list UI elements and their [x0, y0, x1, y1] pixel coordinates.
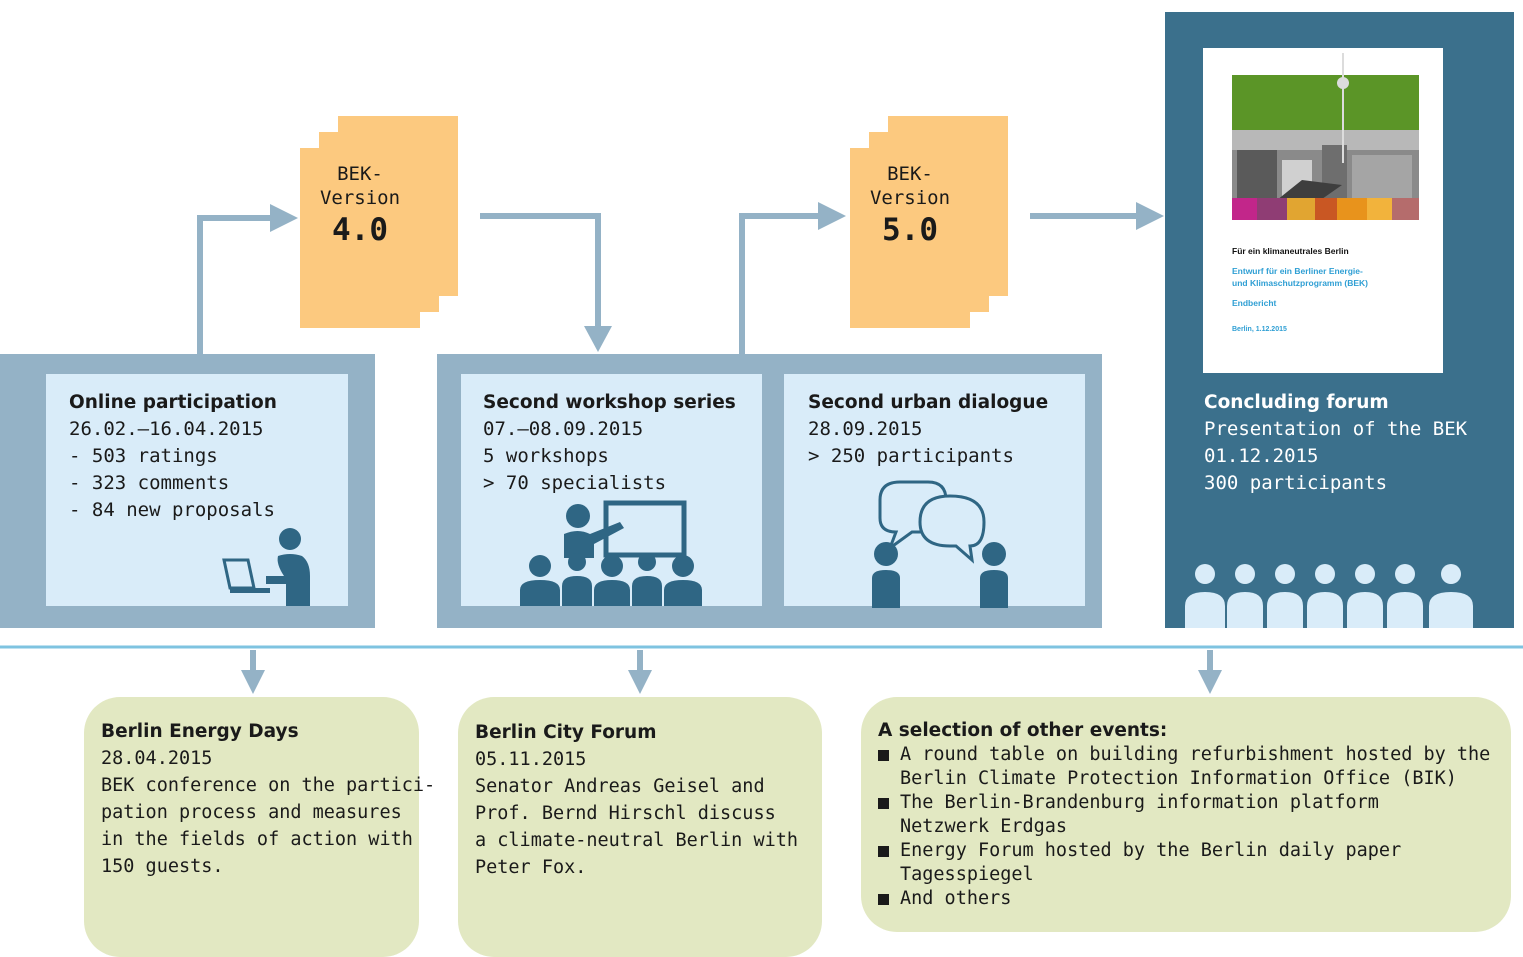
online-participation-line: - 84 new proposals: [69, 499, 275, 521]
city-forum-line: Prof. Bernd Hirschl discuss: [475, 803, 776, 824]
dialogue-title: Second urban dialogue: [808, 392, 1049, 413]
workshop-line: 5 workshops: [483, 445, 609, 467]
arrow-head: [241, 670, 265, 694]
workshop-presentation-icon: [520, 500, 702, 606]
online-participation-title: Online participation: [69, 392, 277, 413]
list-item-line: The Berlin-Brandenburg information platf…: [900, 792, 1379, 813]
dialogue-speech-icon: [872, 480, 1008, 608]
bek-version-4-label: BEK-Version 4.0: [300, 162, 420, 250]
dialogue-text: Second urban dialogue 28.09.2015 > 250 p…: [808, 389, 1048, 470]
energy-days-line: pation process and measures: [101, 802, 402, 823]
cover-subtitle-1: Entwurf für ein Berliner Energie-: [1232, 266, 1363, 276]
dialogue-line: > 250 participants: [808, 445, 1014, 467]
arrow-head: [270, 204, 298, 232]
online-participation-text: Online participation 26.02.–16.04.2015 -…: [69, 389, 277, 524]
workshop-title: Second workshop series: [483, 392, 736, 413]
energy-days-text: Berlin Energy Days 28.04.2015 BEK confer…: [101, 718, 435, 880]
arrow-head: [628, 670, 652, 694]
city-forum-line: Senator Andreas Geisel and: [475, 776, 765, 797]
other-events-title: A selection of other events:: [878, 720, 1168, 741]
bek-version-5-label: BEK-Version 5.0: [850, 162, 970, 250]
list-item: And others: [878, 887, 1508, 911]
version-number: 5.0: [882, 212, 938, 248]
list-item: Energy Forum hosted by the Berlin daily …: [878, 839, 1508, 887]
dialogue-dates: 28.09.2015: [808, 418, 923, 440]
list-item-line: A round table on building refurbishment …: [900, 744, 1491, 765]
list-item-line: Netzwerk Erdgas: [900, 816, 1068, 837]
arrow-head: [1136, 202, 1164, 230]
cover-subtitle-3: Endbericht: [1232, 298, 1277, 308]
version-label: BEK-Version: [319, 163, 401, 209]
version-label: BEK-Version: [869, 163, 951, 209]
concluding-forum-line: Presentation of the BEK: [1204, 418, 1468, 440]
online-participation-line: - 503 ratings: [69, 445, 218, 467]
energy-days-card: [84, 697, 419, 957]
flow-arrows: [0, 202, 1523, 694]
document-sheet: [850, 148, 970, 328]
city-forum-line: a climate-neutral Berlin with: [475, 830, 799, 851]
cover-tv-tower: [1337, 53, 1349, 163]
city-forum-card: [458, 697, 822, 957]
other-events-list: A round table on building refurbishment …: [878, 743, 1508, 911]
concluding-forum-line: 300 participants: [1204, 472, 1388, 494]
cover-place-date: Berlin, 1.12.2015: [1232, 326, 1287, 333]
energy-days-line: BEK conference on the partici-: [101, 775, 436, 796]
energy-days-date: 28.04.2015: [101, 748, 213, 769]
energy-days-line: 150 guests.: [101, 856, 224, 877]
arrow-head: [584, 326, 612, 352]
concluding-forum-title: Concluding forum: [1204, 392, 1389, 413]
arrow-head: [818, 202, 846, 230]
other-events-text: A selection of other events: A round tab…: [878, 719, 1508, 911]
energy-days-title: Berlin Energy Days: [101, 721, 299, 742]
list-item-line: Energy Forum hosted by the Berlin daily …: [900, 840, 1402, 885]
list-item-line: Berlin Climate Protection Information Of…: [900, 768, 1457, 789]
version-number: 4.0: [332, 212, 388, 248]
concluding-forum-line: 01.12.2015: [1204, 445, 1319, 467]
online-participation-line: - 323 comments: [69, 472, 230, 494]
city-forum-title: Berlin City Forum: [475, 722, 657, 743]
audience-icon: [1185, 564, 1473, 628]
report-cover: Für ein klimaneutrales Berlin Entwurf fü…: [1203, 48, 1443, 373]
cover-green-band: [1232, 75, 1419, 130]
energy-days-line: in the fields of action with: [101, 829, 413, 850]
cover-color-strip: [1232, 198, 1419, 220]
list-item: A round table on building refurbishment …: [878, 743, 1508, 791]
city-forum-line: Peter Fox.: [475, 857, 587, 878]
cover-subtitle-2: und Klimaschutzprogramm (BEK): [1232, 278, 1369, 288]
list-item-line: And others: [900, 888, 1012, 909]
list-item: The Berlin-Brandenburg information platf…: [878, 791, 1508, 839]
document-sheet: [300, 148, 420, 328]
workshop-text: Second workshop series 07.–08.09.2015 5 …: [483, 389, 736, 497]
cover-heading: Für ein klimaneutrales Berlin: [1232, 246, 1349, 256]
workshop-line: > 70 specialists: [483, 472, 667, 494]
city-forum-date: 05.11.2015: [475, 749, 587, 770]
laptop-user-icon: [222, 528, 310, 606]
concluding-forum-text: Concluding forum Presentation of the BEK…: [1204, 389, 1467, 497]
workshop-dates: 07.–08.09.2015: [483, 418, 644, 440]
online-participation-dates: 26.02.–16.04.2015: [69, 418, 264, 440]
other-events-card: [861, 697, 1511, 932]
city-forum-text: Berlin City Forum 05.11.2015 Senator And…: [475, 719, 798, 881]
arrow-head: [1198, 670, 1222, 694]
